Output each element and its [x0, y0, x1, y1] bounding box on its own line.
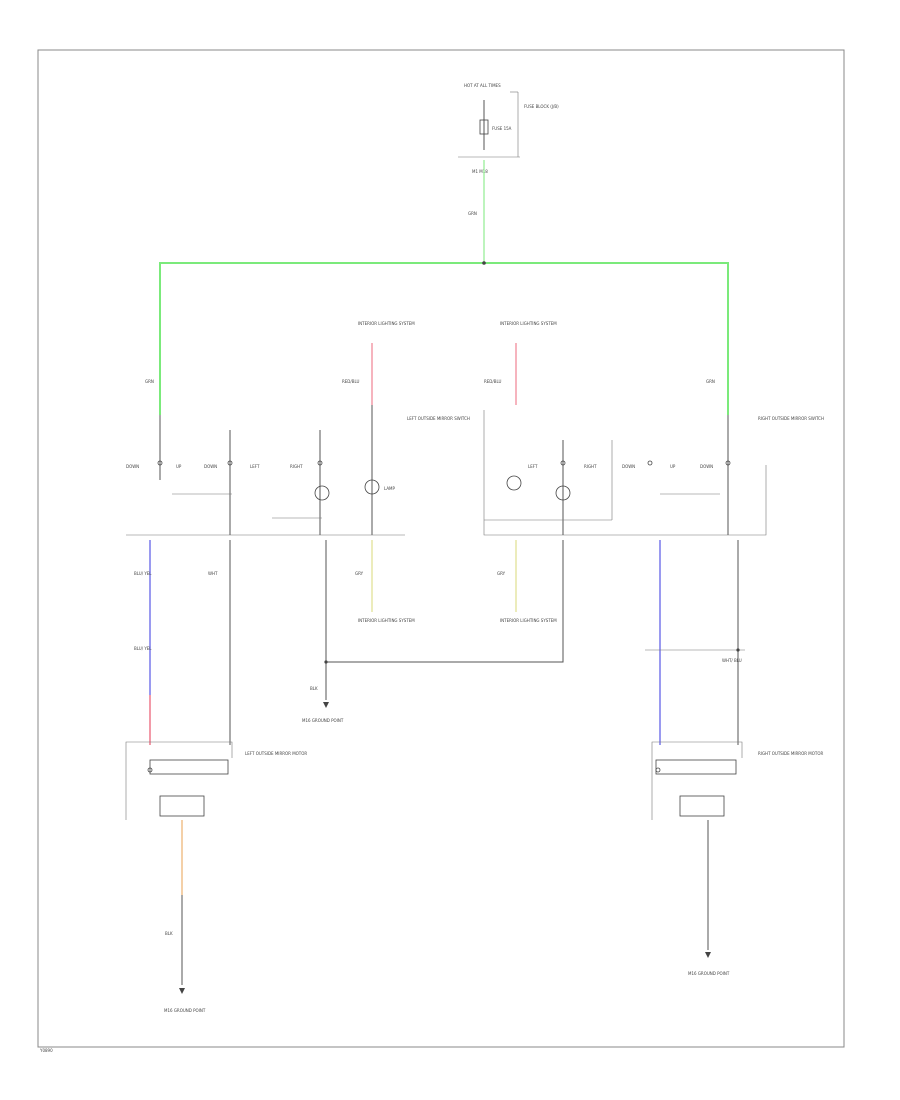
fuse-box-label: HOT AT ALL TIMES	[464, 83, 501, 88]
left-ground-label: M16 GROUND POINT	[164, 1008, 206, 1013]
fuse-block: HOT AT ALL TIMES FUSE 15A FUSE BLOCK (J/…	[458, 83, 559, 216]
diagram-frame	[37, 49, 845, 1048]
left-yellow-wire-label: GRY	[355, 571, 364, 576]
left-mid-wire-label: WHT	[208, 571, 218, 576]
right-switch-label: RIGHT OUTSIDE MIRROR SWITCH	[758, 416, 824, 421]
right-motor-circuit: WHT/ BLU RIGHT OUTSIDE MIRROR MOTOR M16 …	[645, 540, 823, 976]
right-illum-system-label: INTERIOR LIGHTING SYSTEM	[500, 618, 557, 623]
left-red-wire-label: RED/BLU	[342, 379, 360, 384]
left-illum-system-label: INTERIOR LIGHTING SYSTEM	[358, 618, 415, 623]
footer-code: Y0890	[39, 1048, 53, 1053]
top-wire-label: GRN	[468, 211, 477, 216]
right-ground-label: M16 GROUND POINT	[688, 971, 730, 976]
center-ground-label: M16 GROUND POINT	[302, 718, 344, 723]
svg-text:DOWN: DOWN	[204, 464, 217, 469]
svg-text:RIGHT: RIGHT	[290, 464, 303, 469]
left-switch-label: LEFT OUTSIDE MIRROR SWITCH	[407, 416, 470, 421]
right-motor-label: RIGHT OUTSIDE MIRROR MOTOR	[758, 751, 823, 756]
left-illumination-output: GRY INTERIOR LIGHTING SYSTEM	[355, 540, 415, 623]
svg-text:UP: UP	[176, 464, 182, 469]
svg-text:LEFT: LEFT	[528, 464, 538, 469]
left-mirror-switch: DOWN UP DOWN LEFT RIGHT LEFT OUTSIDE MIR…	[126, 415, 470, 536]
svg-text:DOWN: DOWN	[126, 464, 139, 469]
right-illumination-output: GRY INTERIOR LIGHTING SYSTEM	[497, 540, 557, 623]
svg-text:UP: UP	[670, 464, 676, 469]
fuse-panel-label: FUSE BLOCK (J/B)	[524, 104, 559, 109]
right-yellow-wire-label: GRY	[497, 571, 506, 576]
green-power-bus: GRN GRN	[145, 160, 729, 415]
center-ground-circuit: BLK M16 GROUND POINT	[302, 540, 564, 723]
top-connector-label: M1 M18	[472, 169, 488, 174]
right-mid-wire-label: WHT/ BLU	[722, 658, 742, 663]
left-lighting-system-label: INTERIOR LIGHTING SYSTEM	[358, 321, 415, 326]
svg-text:DOWN: DOWN	[622, 464, 635, 469]
left-blue-wire-label: BLU/ YEL	[134, 571, 152, 576]
right-green-wire-label: GRN	[706, 379, 715, 384]
svg-text:LEFT: LEFT	[250, 464, 260, 469]
fuse-label: FUSE 15A	[492, 126, 512, 131]
center-black-wire-label: BLK	[310, 686, 318, 691]
left-motor-label: LEFT OUTSIDE MIRROR MOTOR	[245, 751, 307, 756]
left-green-wire-label: GRN	[145, 379, 154, 384]
svg-text:RIGHT: RIGHT	[584, 464, 597, 469]
left-low-wire-label: BLK	[165, 931, 173, 936]
svg-text:DOWN: DOWN	[700, 464, 713, 469]
left-motor-circuit: BLU/ YEL BLU/ YEL WHT LEFT OUTSIDE MIRRO…	[125, 540, 307, 1013]
left-illumination-feed: INTERIOR LIGHTING SYSTEM RED/BLU LAMP	[342, 321, 415, 535]
right-illumination-feed: INTERIOR LIGHTING SYSTEM RED/BLU	[484, 321, 557, 405]
right-mirror-switch: LEFT RIGHT DOWN UP DOWN RIGHT OUTSIDE MI…	[483, 410, 824, 536]
lamp-label: LAMP	[384, 486, 396, 491]
right-red-wire-label: RED/BLU	[484, 379, 502, 384]
left-blue-wire-label-2: BLU/ YEL	[134, 646, 152, 651]
right-lighting-system-label: INTERIOR LIGHTING SYSTEM	[500, 321, 557, 326]
